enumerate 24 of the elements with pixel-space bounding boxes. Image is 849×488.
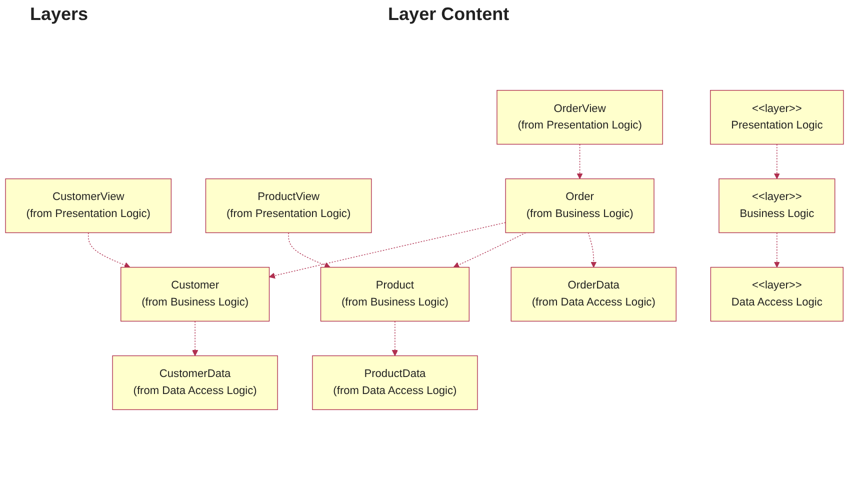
node-box: CustomerData (from Data Access Logic) [112,355,278,410]
node-box: <<layer>> Business Logic [718,178,836,234]
node-box: OrderData (from Data Access Logic) [510,266,676,322]
column-heading: Layers [30,4,88,25]
arrow [269,222,506,279]
column-heading: Layer Content [388,4,510,25]
node-box: Customer (from Business Logic) [120,266,270,322]
arrow [453,232,526,268]
node-box: <<layer>> Data Access Logic [710,266,844,322]
arrow [576,144,583,180]
node-box: ProductData (from Data Access Logic) [312,355,478,410]
arrow [88,232,130,268]
arrow [288,232,330,268]
arrow [392,320,398,356]
arrow [774,144,780,180]
node-box: Order (from Business Logic) [505,178,654,234]
arrow [774,232,780,268]
node-box: Product (from Business Logic) [320,266,470,322]
node-box: <<layer>> Presentation Logic [710,90,844,145]
arrow [588,232,597,268]
node-box: CustomerView (from Presentation Logic) [5,178,172,234]
arrow [192,320,198,356]
node-box: ProductView (from Presentation Logic) [205,178,372,234]
node-box: OrderView (from Presentation Logic) [496,90,663,145]
